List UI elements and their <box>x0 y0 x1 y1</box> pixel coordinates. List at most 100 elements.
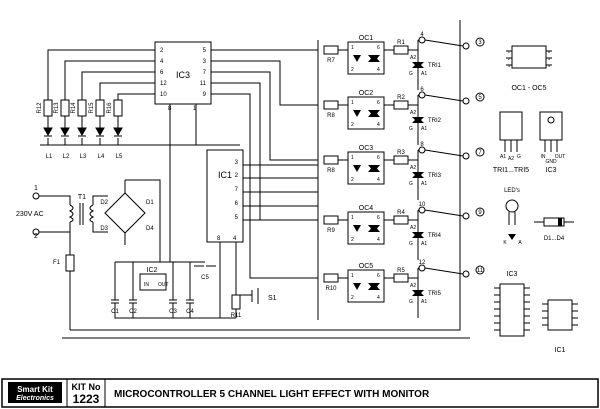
gate-resistor-label: R1 <box>397 40 405 46</box>
triac-pin-g: G <box>409 71 413 77</box>
oc-pin-6: 6 <box>377 45 380 51</box>
opto-triac-symbol <box>368 283 380 290</box>
gate-resistor <box>393 273 409 283</box>
led-pin-k: K <box>503 240 507 246</box>
capacitor-c5-label: C5 <box>201 275 209 281</box>
ic1-pin-7: 7 <box>235 187 239 193</box>
triac-pin-a2: A2 <box>410 110 416 116</box>
triac-package-label: TRI1...TRI5 <box>493 167 529 174</box>
opto-triac-symbol <box>368 110 380 117</box>
reset-resistor-label: R11 <box>231 313 242 319</box>
oc-pin-4: 4 <box>377 237 380 243</box>
led-symbol <box>43 127 53 137</box>
triac-pin-a2: A2 <box>410 55 416 61</box>
led-label: L3 <box>80 154 87 160</box>
led-pin-a: A <box>518 240 522 246</box>
output-terminal-label: 3 <box>478 40 482 46</box>
optocoupler <box>347 41 385 75</box>
triac-pin-a1: A1 <box>421 71 427 77</box>
triac-pin-g: G <box>409 181 413 187</box>
output-terminal-label: 9 <box>478 210 482 216</box>
regulator-pin-out: OUT <box>555 154 566 160</box>
opto-led-symbol <box>353 165 361 172</box>
oc-pkg-pin: 3 <box>508 63 511 68</box>
output-terminal <box>462 212 470 220</box>
ic3-pin-8: 8 <box>168 106 172 112</box>
ic1-pin-5: 5 <box>235 215 239 221</box>
power-node-2: 2 <box>34 233 38 240</box>
capacitor-label: C3 <box>169 309 177 315</box>
led-package-label: LED's <box>504 188 520 194</box>
oc-pkg-pin: 1 <box>508 49 511 54</box>
led-resistor-label: R12 <box>37 102 43 114</box>
brand-logo <box>8 382 62 403</box>
led-resistor-label: R15 <box>89 102 95 114</box>
output-terminal <box>462 42 470 50</box>
ic3-pin-12: 12 <box>160 81 167 87</box>
opto-input-resistor-label: R8 <box>327 113 335 119</box>
triac-pin-a2: A2 <box>410 283 416 289</box>
optocoupler <box>347 96 385 130</box>
capacitor-label: C4 <box>186 309 194 315</box>
ic3-pin-4: 4 <box>160 59 164 65</box>
ic3-label: IC3 <box>176 70 190 80</box>
oc-pin-1: 1 <box>351 155 354 161</box>
oc-pin-6: 6 <box>377 100 380 106</box>
capacitor-label: C1 <box>111 309 119 315</box>
optocoupler-label: OC4 <box>359 205 374 212</box>
oc-pkg-pin: 2 <box>508 56 511 61</box>
ic2-pin-in: IN <box>144 282 149 288</box>
oc-pin-2: 2 <box>351 122 354 128</box>
diode-d1-label: D1 <box>146 200 154 206</box>
optocoupler <box>347 211 385 245</box>
oc-pin-2: 2 <box>351 237 354 243</box>
optocoupler <box>347 151 385 185</box>
triac-label: TRI2 <box>428 118 442 124</box>
triac-label: TRI3 <box>428 173 442 179</box>
opto-input-resistor <box>323 273 339 283</box>
triac-pin-g: G <box>409 299 413 305</box>
optocoupler <box>347 269 385 303</box>
ic1-pin-4: 4 <box>233 236 237 242</box>
switch-label: S1 <box>268 295 277 302</box>
opto-input-resistor-label: R8 <box>327 168 335 174</box>
gate-resistor-label: R5 <box>397 268 405 274</box>
opto-led-symbol <box>353 283 361 290</box>
ic3-pin-2: 2 <box>160 48 164 54</box>
led-package <box>505 199 519 213</box>
mains-label: 230V AC <box>16 211 44 218</box>
power-node-1: 1 <box>34 185 38 192</box>
ic3-pin-3: 3 <box>203 59 207 65</box>
diode-d2-label: D2 <box>100 200 108 206</box>
opto-triac-symbol <box>368 55 380 62</box>
terminal-node-label: 10 <box>419 202 426 208</box>
opto-input-resistor <box>323 100 339 110</box>
output-terminal-ring <box>475 92 485 102</box>
output-terminal-ring <box>475 147 485 157</box>
led-label: L4 <box>98 154 105 160</box>
title-block: Smart Kit Electronics KIT No 1223 MICROC… <box>0 378 600 409</box>
oc-pin-2: 2 <box>351 295 354 301</box>
ic3-pin-10: 10 <box>160 92 167 98</box>
oc-pin-2: 2 <box>351 67 354 73</box>
ic3-pin-6: 6 <box>160 70 164 76</box>
terminal-node-label: 12 <box>419 260 426 266</box>
opto-input-resistor <box>323 155 339 165</box>
output-terminal <box>462 97 470 105</box>
optocoupler-label: OC2 <box>359 90 374 97</box>
led-resistor-label: R14 <box>71 102 77 114</box>
oc-pin-2: 2 <box>351 177 354 183</box>
ic3-pin-7: 7 <box>203 70 207 76</box>
oc-pin-6: 6 <box>377 155 380 161</box>
gate-resistor <box>393 215 409 225</box>
led-symbol <box>77 127 87 137</box>
ic1-pin-3: 3 <box>235 160 239 166</box>
output-terminal-label: 11 <box>477 268 484 274</box>
tri-pkg-pin-a2: A2 <box>508 156 514 162</box>
ic1-pin-8: 8 <box>217 236 221 242</box>
oc-pin-1: 1 <box>351 273 354 279</box>
triac-pin-a2: A2 <box>410 225 416 231</box>
ic1-dip-package <box>547 299 573 331</box>
